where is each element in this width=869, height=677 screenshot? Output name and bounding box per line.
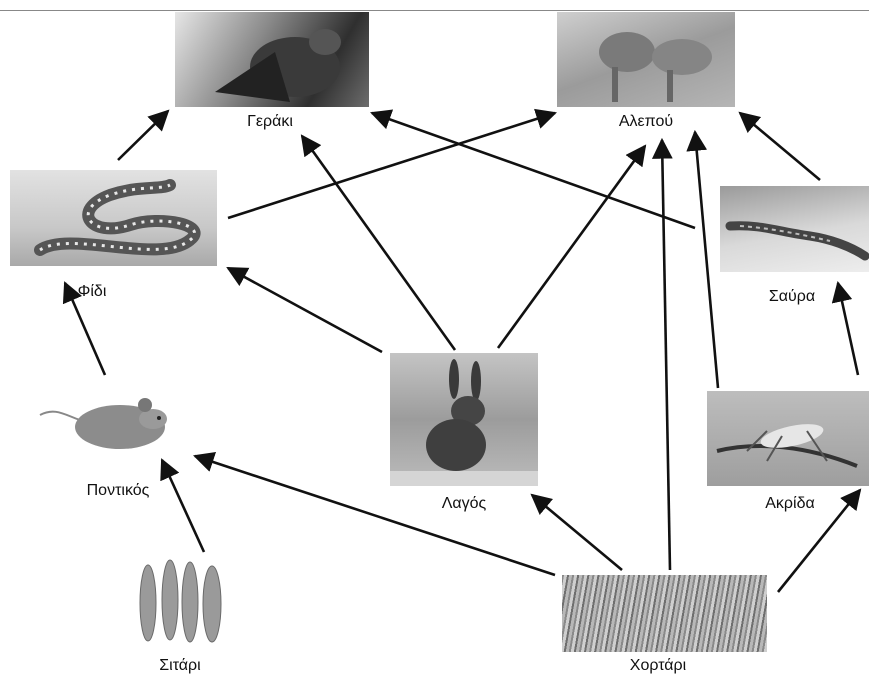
snake-photo — [10, 170, 217, 266]
arrow-grasshopper-to-lizard — [831, 280, 860, 376]
grass-photo — [562, 575, 767, 652]
lizard-photo — [720, 186, 869, 272]
arrow-hare-to-snake — [226, 266, 383, 354]
lizard-label: Σαύρα — [768, 288, 816, 305]
arrow-mouse-to-snake — [62, 281, 107, 376]
fox-photo — [557, 12, 735, 107]
grass-label: Χορτάρι — [629, 657, 687, 674]
hawk-label: Γεράκι — [247, 113, 293, 130]
grasshopper-icon — [716, 424, 858, 468]
arrow-snake-to-hawk — [117, 109, 170, 161]
snake-label: Φίδι — [77, 283, 107, 300]
arrow-grasshopper-to-fox — [686, 129, 720, 389]
hare-label: Λαγός — [441, 495, 487, 512]
mouse-photo — [35, 385, 175, 457]
snake-icon — [34, 179, 201, 256]
arrow-hare-to-hawk — [300, 134, 457, 351]
hare-icon — [390, 359, 538, 486]
grasshopper-label: Ακρίδα — [765, 495, 815, 512]
grass-icon — [562, 575, 767, 652]
wheat-icon — [139, 559, 222, 643]
lizard-icon — [725, 221, 869, 261]
mouse-icon — [39, 398, 167, 449]
arrow-wheat-to-mouse — [160, 458, 206, 553]
arrow-grass-to-grasshopper — [776, 488, 862, 593]
arrow-hare-to-fox — [496, 144, 647, 349]
arrow-snake-to-fox — [227, 108, 557, 220]
hawk-photo — [175, 12, 369, 107]
grasshopper-photo — [707, 391, 869, 486]
arrow-lizard-to-fox — [738, 111, 821, 181]
wheat-photo — [128, 558, 240, 650]
arrow-grass-to-hare — [530, 493, 623, 571]
fox-label: Αλεπού — [618, 113, 674, 130]
arrow-lizard-to-hawk — [370, 109, 696, 230]
wheat-label: Σιτάρι — [159, 657, 201, 674]
mouse-label: Ποντικός — [86, 482, 150, 499]
top-rule — [0, 10, 869, 11]
hare-photo — [390, 353, 538, 486]
arrow-grass-to-fox — [651, 137, 673, 571]
arrow-grass-to-mouse — [193, 452, 556, 577]
hawk-icon — [215, 29, 341, 102]
fox-icon — [599, 32, 712, 102]
